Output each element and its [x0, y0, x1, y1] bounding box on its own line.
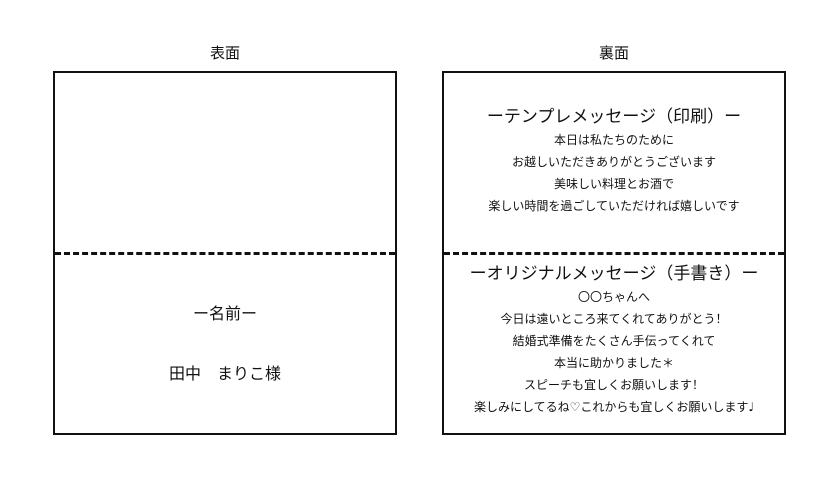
template-line: お越しいただきありがとうございます	[511, 155, 716, 169]
fold-line	[55, 252, 395, 255]
template-line: 楽しい時間を過ごしていただければ嬉しいです	[488, 199, 740, 213]
original-line: 結婚式準備をたくさん手伝ってくれて	[512, 334, 716, 348]
original-heading: ーオリジナルメッセージ（手書き）ー	[469, 264, 759, 284]
original-line: 今日は遠いところ来てくれてありがとう！	[500, 312, 728, 326]
template-message: ーテンプレメッセージ（印刷）ー 本日は私たちのために お越しいただきありがとうご…	[444, 105, 784, 217]
original-line: 楽しみにしてるね♡これからも宜しくお願いします♩	[473, 400, 755, 414]
original-line: 本当に助かりました＊	[553, 356, 674, 370]
name-label: ー名前ー	[192, 304, 257, 323]
front-title: 表面	[209, 44, 240, 62]
template-heading: ーテンプレメッセージ（印刷）ー	[486, 107, 742, 127]
fold-line	[444, 252, 784, 255]
original-line: 〇〇ちゃんへ	[577, 290, 650, 304]
original-message: ーオリジナルメッセージ（手書き）ー 〇〇ちゃんへ 今日は遠いところ来てくれてあり…	[444, 262, 784, 418]
template-line: 本日は私たちのために	[553, 133, 674, 147]
front-card: ー名前ー 田中 まりこ様	[53, 71, 397, 435]
guest-name: 田中 まりこ様	[168, 364, 281, 383]
template-line: 美味しい料理とお酒で	[553, 177, 674, 191]
back-title: 裏面	[598, 44, 629, 62]
back-card: ーテンプレメッセージ（印刷）ー 本日は私たちのために お越しいただきありがとうご…	[442, 71, 786, 435]
original-line: スピーチも宜しくお願いします！	[523, 378, 704, 392]
